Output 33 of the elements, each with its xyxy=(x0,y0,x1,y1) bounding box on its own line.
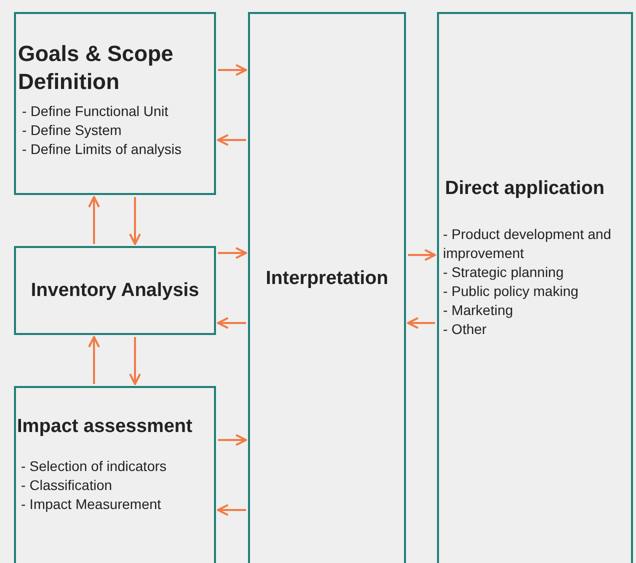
arrow xyxy=(408,249,436,261)
arrow xyxy=(217,134,246,146)
arrow xyxy=(129,197,141,245)
box-heading: Impact assessment xyxy=(16,415,194,439)
process-box xyxy=(437,12,633,563)
box-heading: Interpretation xyxy=(264,267,390,291)
arrow xyxy=(129,337,141,385)
bullet-item: - Strategic planning xyxy=(442,263,565,282)
process-box xyxy=(248,12,406,563)
arrow xyxy=(217,504,246,516)
arrow xyxy=(88,196,100,244)
bullet-item: - Marketing xyxy=(442,301,514,320)
box-heading: Direct application xyxy=(444,177,606,201)
bullet-item: - Product development and improvement xyxy=(442,225,612,263)
arrow xyxy=(88,336,100,384)
box-heading: Inventory Analysis xyxy=(30,278,200,302)
bullet-item: - Define Functional Unit xyxy=(21,102,170,121)
arrow xyxy=(407,317,435,329)
bullet-item: - Define System xyxy=(21,121,123,140)
bullet-item: - Define Limits of analysis xyxy=(21,140,183,159)
bullet-item: - Public policy making xyxy=(442,282,580,301)
bullet-item: - Other xyxy=(442,320,488,339)
arrow xyxy=(217,317,246,329)
arrow xyxy=(218,247,247,259)
arrow xyxy=(218,64,247,76)
arrow xyxy=(218,434,247,446)
bullet-item: - Classification xyxy=(20,476,114,495)
box-heading: Goals & Scope Definition xyxy=(17,40,174,96)
process-box xyxy=(14,246,216,335)
bullet-item: - Impact Measurement xyxy=(20,495,162,514)
process-box xyxy=(14,386,216,563)
bullet-item: - Selection of indicators xyxy=(20,457,168,476)
process-box xyxy=(14,12,216,195)
